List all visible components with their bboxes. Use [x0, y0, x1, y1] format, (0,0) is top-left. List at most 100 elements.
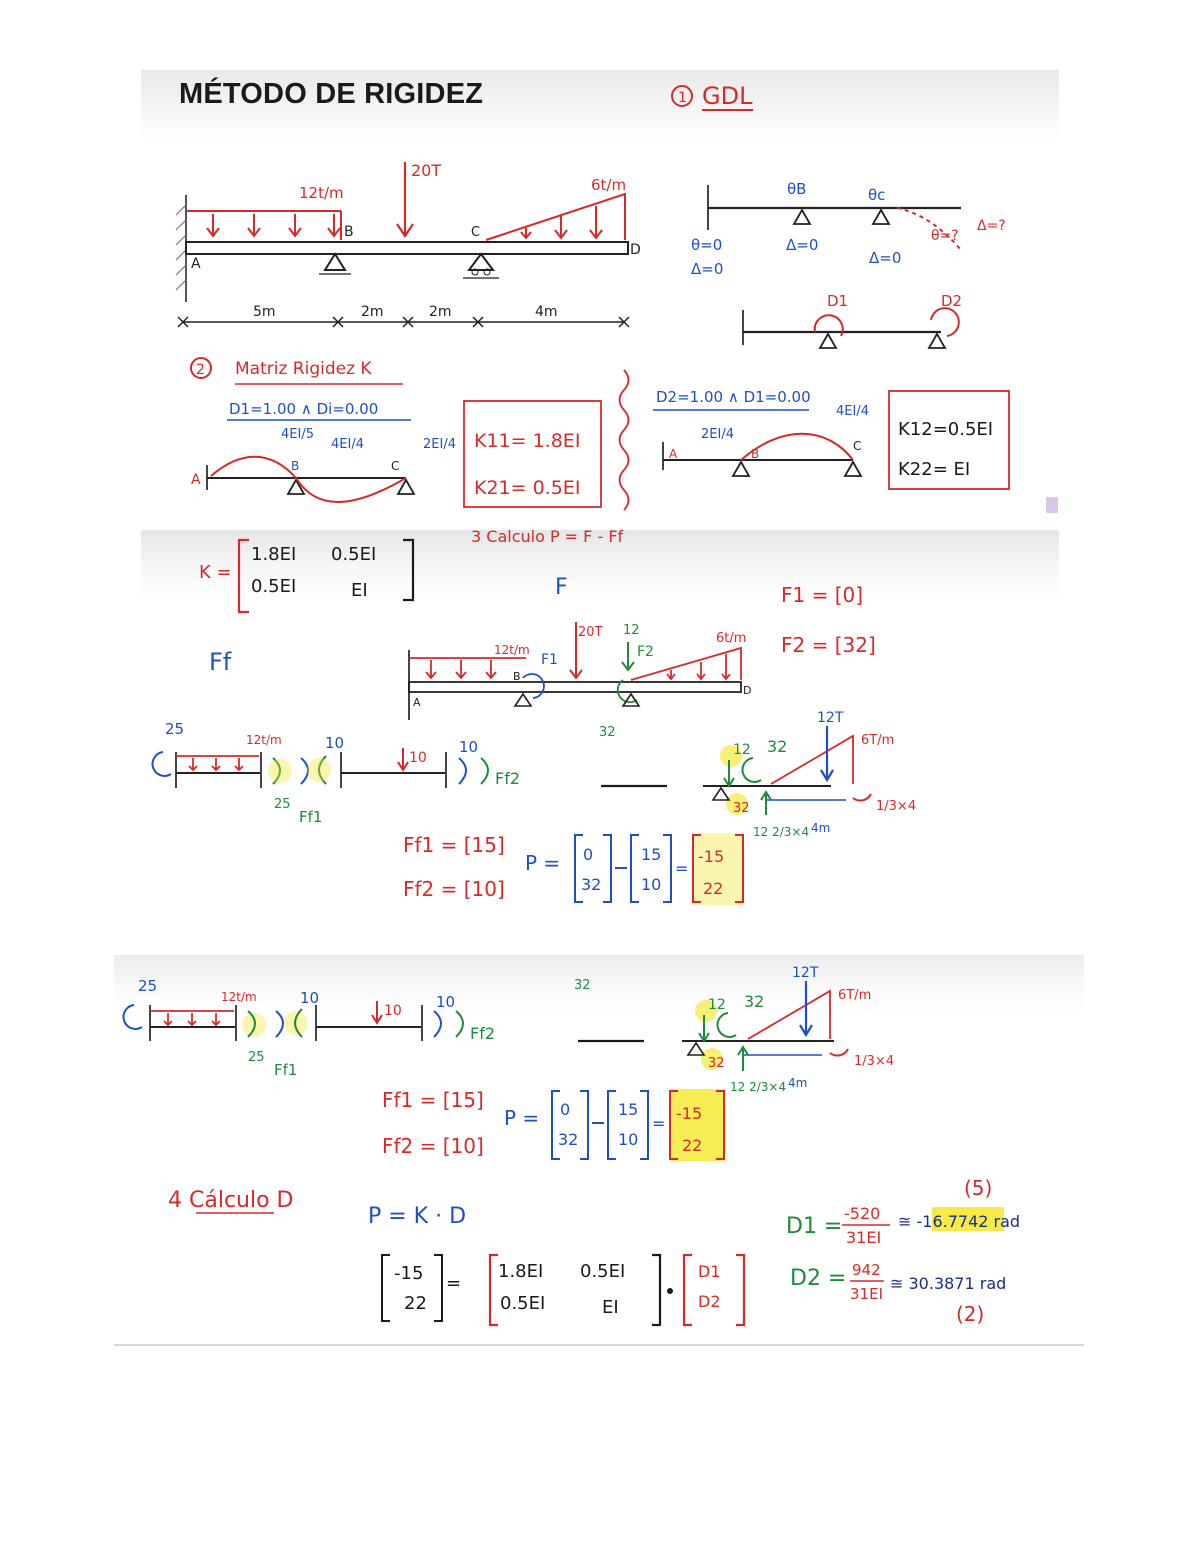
d1-denominator: 31EI — [846, 1228, 881, 1247]
p3-fem-m10b: 10 — [436, 993, 455, 1011]
f1-vector: F1 = [0] — [781, 583, 863, 607]
node-c: C — [471, 225, 480, 240]
p3-fem-load6: 6T/m — [838, 988, 871, 1003]
p3-fem-top32: 32 — [574, 978, 591, 993]
gdl-heading: 1 GDL — [671, 82, 753, 111]
p2-fem-third: 1/3×4 — [876, 799, 916, 814]
k-matrix-22: EI — [351, 580, 368, 601]
p3-k-12: 0.5EI — [580, 1261, 625, 1282]
p3-p-label: P = — [504, 1106, 539, 1130]
step2-title: Matriz Rigidez K — [235, 359, 372, 379]
p2-fem-len: 4m — [811, 821, 830, 835]
note-2: (2) — [956, 1302, 984, 1326]
case1-term-2: 4EI/4 — [331, 437, 364, 452]
p3-fem-load: 12t/m — [221, 990, 257, 1004]
note-5: (5) — [964, 1176, 992, 1200]
node-b: B — [344, 224, 354, 240]
b-delta-label: Δ=0 — [786, 236, 818, 254]
k11-value: K11= 1.8EI — [474, 430, 580, 452]
p2-fem-m10: 10 — [325, 734, 344, 752]
p3-ff2-vector: Ff2 = [10] — [382, 1134, 484, 1158]
p2-fem-two-thirds: 12 2/3×4 — [753, 825, 809, 839]
p3-fem-ff1: Ff1 — [274, 1061, 297, 1079]
k-matrix-label: K = — [199, 562, 232, 583]
p3-d-vec-1: D1 — [698, 1262, 721, 1281]
k22-value: K22= EI — [898, 459, 970, 480]
bottom-divider — [114, 1344, 1084, 1346]
p3-fem-m25: 25 — [138, 977, 157, 995]
p2-point-load: 20T — [578, 625, 603, 640]
case2-node-a: A — [669, 447, 678, 461]
point-load-label: 20T — [411, 161, 441, 180]
p2-fem-p10: 10 — [409, 750, 427, 766]
case1-node-c: C — [391, 459, 399, 473]
p2-ff1-vector: Ff1 = [15] — [403, 833, 505, 857]
p2-fem-ff2: Ff2 — [495, 769, 520, 788]
step3-heading: 3 Calculo P = F - Ff — [471, 530, 624, 546]
p2-pf-1: 0 — [583, 845, 593, 864]
node-a: A — [191, 256, 201, 272]
p2-fem-m32b: 32 — [733, 801, 750, 816]
k12-value: K12=0.5EI — [898, 419, 993, 440]
span-cd: 4m — [535, 304, 558, 320]
case1-label: D1=1.00 ∧ Di=0.00 — [229, 400, 378, 418]
p3-fem-r12: 12 — [708, 997, 726, 1013]
c-delta-label: Δ=0 — [869, 249, 901, 267]
d1-result-label: D1 = — [786, 1214, 842, 1239]
theta-c-label: θc — [868, 186, 885, 204]
p3-pff-2: 10 — [618, 1130, 638, 1149]
panel-method-overview: MÉTODO DE RIGIDEZ 1 GDL — [141, 70, 1059, 516]
main-beam: 12t/m 20T 6t/m A B C D — [175, 161, 641, 328]
p3-fem-m25b: 25 — [248, 1050, 265, 1065]
p2-load-ab: 12t/m — [494, 643, 530, 657]
p2-point-12: 12 — [623, 623, 640, 638]
node-d: D — [630, 242, 641, 258]
p3-pff-1: 15 — [618, 1100, 638, 1119]
step2-number: 2 — [196, 362, 205, 378]
case1-node-a: A — [191, 472, 201, 488]
p2-f2-label: F2 — [637, 644, 654, 660]
p2-fem-r12: 12 — [733, 742, 751, 758]
p3-k-21: 0.5EI — [500, 1293, 545, 1314]
step4-displacements: 4 Cálculo D P = K · D -15 22 = 1.8EI 0.5… — [168, 1176, 1020, 1327]
p3-fem-len: 4m — [788, 1076, 807, 1090]
p3-fem-p12t: 12T — [792, 965, 819, 981]
case2-label: D2=1.00 ∧ D1=0.00 — [656, 388, 811, 406]
p2-fem-row: 25 12t/m 25 Ff1 10 10 10 Ff2 12 32 32 12… — [151, 710, 916, 839]
p2-f1-label: F1 — [541, 652, 558, 668]
p3-k-11: 1.8EI — [498, 1261, 543, 1282]
case1-term-1: 4EI/5 — [281, 427, 314, 442]
d1-label: D1 — [827, 292, 848, 310]
d-delta-label: Δ=? — [977, 218, 1006, 234]
panel-load-vector: 3 Calculo P = F - Ff K = 1.8EI 0.5EI 0.5… — [141, 530, 1059, 935]
p3-fem-m32b: 32 — [708, 1056, 725, 1071]
span-load-c: 2m — [429, 304, 452, 320]
gdl-beam: θB θc θ=0 Δ=0 Δ=0 Δ=0 θ=? Δ=? — [691, 180, 1006, 278]
p3-pf-2: 32 — [558, 1130, 578, 1149]
p2-p-label: P = — [525, 851, 560, 875]
p2-fem-m10b: 10 — [459, 738, 478, 756]
k21-value: K21= 0.5EI — [474, 477, 580, 499]
span-ab: 5m — [253, 304, 276, 320]
a-delta-label: Δ=0 — [691, 260, 723, 278]
d2-approx: ≅ 30.3871 rad — [890, 1274, 1006, 1293]
d2-label: D2 — [941, 292, 962, 310]
p2-pf-2: 32 — [581, 875, 601, 894]
step2-stiffness: 2 Matriz Rigidez K D1=1.00 ∧ Di=0.00 4EI… — [190, 357, 1010, 511]
p3-presult-2: 22 — [682, 1136, 702, 1155]
p2-node-d: D — [743, 684, 751, 697]
p2-fem-p12t: 12T — [817, 710, 844, 726]
p3-pf-1: 0 — [560, 1100, 570, 1119]
p2-n32: 32 — [599, 725, 616, 740]
case2-term-1: 2EI/4 — [701, 427, 734, 442]
scroll-thumb[interactable] — [1046, 497, 1058, 513]
p3-fem-row: 25 12t/m 25 Ff1 10 10 10 Ff2 12 32 32 12… — [122, 965, 894, 1094]
p2-load-cd: 6t/m — [716, 631, 746, 646]
d2-numerator: 942 — [852, 1261, 881, 1279]
p3-fem-third: 1/3×4 — [854, 1054, 894, 1069]
p3-eq-sign: = — [446, 1273, 461, 1294]
f-label: F — [555, 575, 568, 600]
p2-fem-load6: 6T/m — [861, 733, 894, 748]
case2-node-c: C — [853, 439, 861, 453]
p3-fem-p10: 10 — [384, 1003, 402, 1019]
